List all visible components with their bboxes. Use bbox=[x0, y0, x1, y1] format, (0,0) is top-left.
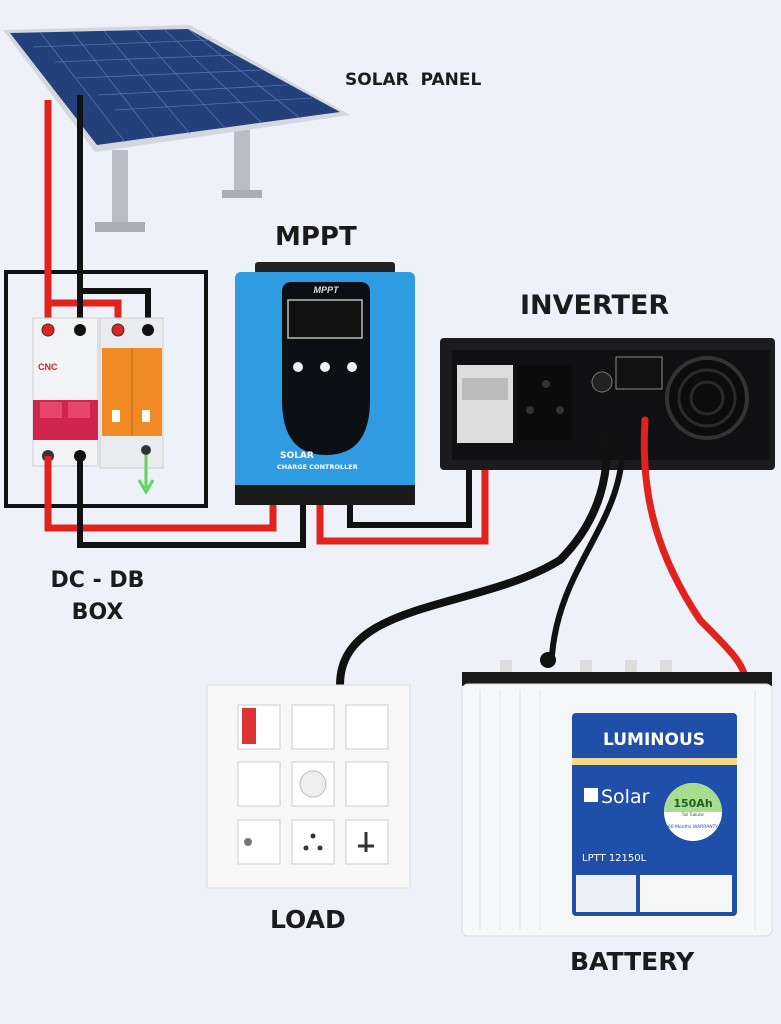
mppt-brand: SOLAR bbox=[280, 451, 314, 461]
label-dcdb-box: DC - DB BOX bbox=[40, 565, 155, 629]
dcdb-box-outline bbox=[4, 270, 208, 508]
battery: LUMINOUS Solar 150Ah Tall Tubular 60 Mon… bbox=[461, 652, 773, 937]
box-to-mppt-wires bbox=[44, 456, 306, 548]
left-button-icon bbox=[293, 362, 303, 372]
mcb-brand: CNC bbox=[38, 362, 58, 372]
mppt-display bbox=[287, 299, 363, 339]
battery-line: Solar bbox=[601, 786, 650, 808]
mppt-charge-controller: MPPT SOLAR CHARGE CONTROLLER bbox=[235, 262, 415, 505]
battery-model: LPTT 12150L bbox=[582, 853, 647, 864]
solar-panel bbox=[3, 25, 350, 232]
mppt-face-label: MPPT bbox=[313, 285, 340, 295]
label-dcdb-line1: DC - DB bbox=[50, 568, 145, 593]
mcb-breaker: CNC bbox=[32, 317, 99, 467]
battery-type: Tall Tubular bbox=[681, 812, 705, 817]
battery-warranty: 60 Months WARRANTY bbox=[668, 824, 719, 830]
label-solar-panel: SOLAR PANEL bbox=[345, 70, 482, 90]
inverter-output-wires bbox=[336, 416, 749, 689]
load-switchboard bbox=[206, 684, 411, 889]
ground-arrow-icon bbox=[137, 455, 155, 495]
mppt-sub: CHARGE CONTROLLER bbox=[277, 463, 358, 471]
label-dcdb-line2: BOX bbox=[71, 600, 124, 625]
battery-brand: LUMINOUS bbox=[603, 730, 705, 750]
label-load: LOAD bbox=[270, 905, 346, 934]
label-inverter: INVERTER bbox=[520, 290, 670, 321]
label-mppt: MPPT bbox=[275, 222, 357, 252]
surge-protector bbox=[99, 317, 164, 495]
right-button-icon bbox=[347, 362, 357, 372]
inverter bbox=[440, 338, 775, 470]
label-battery: BATTERY bbox=[570, 947, 695, 976]
down-button-icon bbox=[320, 362, 330, 372]
battery-capacity: 150Ah bbox=[673, 797, 712, 810]
